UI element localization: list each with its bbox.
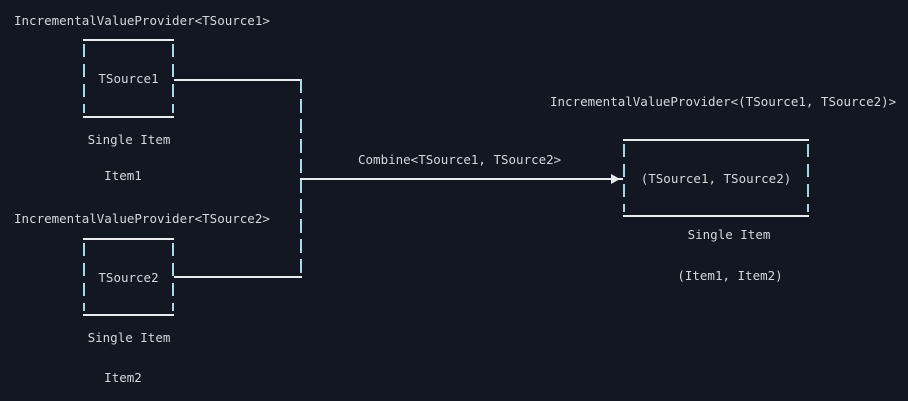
provider1-title: IncrementalValueProvider<TSource1>	[14, 13, 270, 28]
provider1-item-caption: Item1	[104, 168, 142, 183]
result-item-caption: (Item1, Item2)	[677, 268, 783, 283]
arrow-entry-tick	[616, 178, 623, 180]
provider2-item-caption: Item2	[104, 370, 142, 385]
provider2-kind-caption: Single Item	[87, 330, 171, 345]
provider2-title: IncrementalValueProvider<TSource2>	[14, 211, 270, 226]
source1-box-left-edge	[83, 44, 85, 113]
combine-label: Combine<TSource1, TSource2>	[358, 152, 562, 167]
result-title: IncrementalValueProvider<(TSource1, TSou…	[550, 94, 897, 109]
source1-box-label: TSource1	[98, 71, 159, 86]
result-kind-caption: Single Item	[687, 227, 771, 242]
source2-box-right-edge	[172, 243, 174, 311]
connector-bottom-line	[174, 276, 302, 278]
combine-arrow-line	[300, 178, 611, 180]
arrowhead-icon	[611, 174, 620, 184]
source2-box-left-edge	[83, 243, 85, 311]
source2-box-label: TSource2	[98, 269, 159, 285]
source2-box: TSource2	[83, 238, 174, 316]
result-box-left-edge	[623, 144, 625, 212]
connector-top-line	[174, 79, 302, 81]
result-box: (TSource1, TSource2)	[623, 139, 809, 217]
result-box-right-edge	[807, 144, 809, 212]
source1-box-right-edge	[172, 44, 174, 113]
result-box-label: (TSource1, TSource2)	[640, 170, 792, 186]
provider1-kind-caption: Single Item	[87, 132, 171, 147]
source1-box: TSource1	[83, 39, 174, 118]
